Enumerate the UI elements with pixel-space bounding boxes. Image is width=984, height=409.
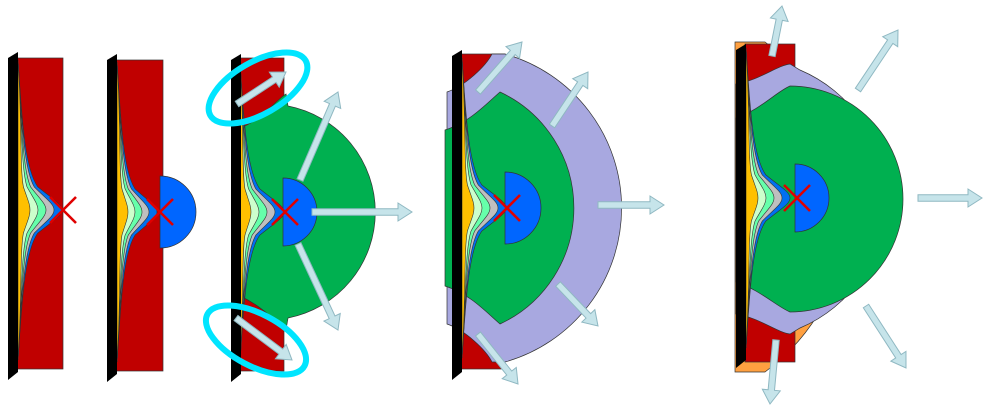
x-mark: [49, 196, 77, 224]
growth-arrow: [474, 41, 523, 95]
wall: [8, 52, 18, 380]
panel-5: [734, 5, 983, 405]
growth-arrow: [548, 71, 589, 129]
dome-blue: [159, 175, 197, 249]
x-mark: [493, 194, 521, 222]
band-core-yellow: [745, 47, 759, 349]
dome-blue: [504, 171, 542, 245]
panel-1: [8, 52, 77, 380]
growth-arrow: [768, 5, 789, 58]
growth-arrow: [474, 331, 519, 385]
wall: [452, 50, 462, 380]
dome-blue: [794, 163, 830, 233]
growth-arrow: [234, 71, 287, 108]
growth-arrow: [296, 91, 342, 182]
wall: [107, 54, 117, 382]
highlight-ellipse: [202, 302, 310, 378]
wall: [736, 44, 746, 368]
panel-2: [107, 54, 197, 382]
growth-arrow: [917, 188, 983, 208]
growth-arrow: [294, 241, 341, 331]
panel-4: [444, 41, 665, 385]
growth-arrow: [554, 281, 599, 327]
x-mark: [271, 198, 299, 226]
band-core-yellow: [116, 61, 129, 363]
growth-arrow: [311, 202, 413, 222]
highlight-ellipse: [205, 49, 311, 127]
growth-arrow: [233, 314, 293, 361]
growth-arrow: [854, 29, 899, 93]
growth-arrow: [597, 195, 665, 215]
x-mark: [146, 198, 174, 226]
band-core-yellow: [239, 61, 252, 363]
x-mark: [783, 184, 811, 212]
band-core-yellow: [17, 59, 31, 361]
panel-3: [202, 49, 413, 382]
growth-arrow: [761, 339, 782, 405]
band-core-yellow: [461, 57, 475, 359]
growth-arrow: [862, 303, 907, 369]
wall: [231, 54, 241, 382]
